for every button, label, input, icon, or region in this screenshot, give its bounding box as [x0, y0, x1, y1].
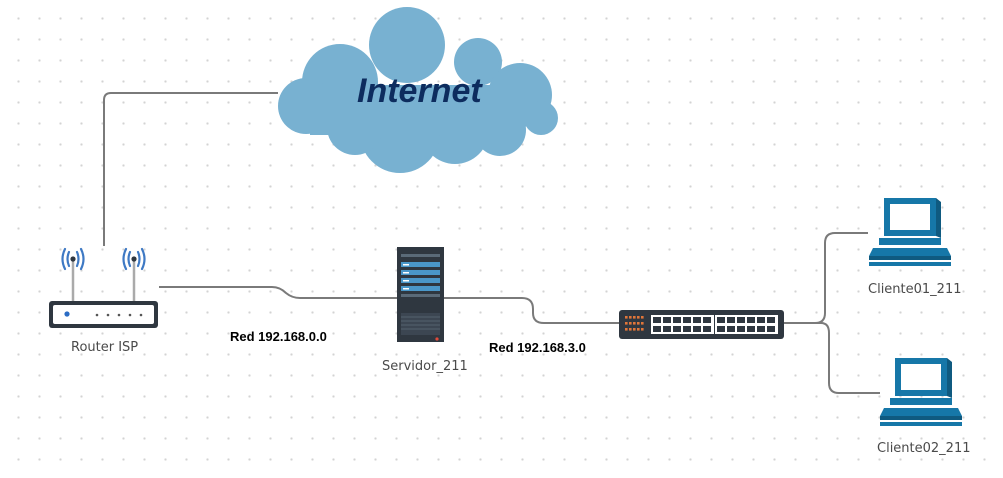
router-icon[interactable] [49, 247, 158, 328]
switch-led [641, 322, 644, 325]
switch-led [641, 316, 644, 319]
switch-port[interactable] [737, 317, 745, 323]
switch-port[interactable] [683, 317, 691, 323]
switch-port[interactable] [693, 326, 701, 332]
switch-port[interactable] [767, 317, 775, 323]
switch-port[interactable] [757, 326, 765, 332]
router-label: Router ISP [71, 340, 139, 355]
switch-led [629, 322, 632, 325]
switch-led [625, 322, 628, 325]
link-internet-router[interactable] [103, 92, 278, 246]
switch-port[interactable] [683, 326, 691, 332]
switch-led [625, 328, 628, 331]
switch-port[interactable] [693, 317, 701, 323]
internet-cloud-icon[interactable] [278, 7, 558, 173]
switch-status-leds [625, 316, 644, 331]
switch-led [633, 316, 636, 319]
switch-led [629, 328, 632, 331]
switch-port[interactable] [663, 317, 671, 323]
switch-port[interactable] [653, 317, 661, 323]
switch-led [637, 328, 640, 331]
switch-port[interactable] [653, 326, 661, 332]
switch-led [633, 322, 636, 325]
switch-port[interactable] [673, 317, 681, 323]
switch-port[interactable] [717, 326, 725, 332]
server-label: Servidor_211 [382, 359, 468, 374]
switch-port[interactable] [727, 326, 735, 332]
link-server-switch[interactable] [442, 297, 620, 324]
switch-ports [651, 315, 778, 334]
client2-label: Cliente02_211 [877, 441, 971, 456]
switch-led [637, 316, 640, 319]
switch-port[interactable] [703, 326, 711, 332]
switch-port[interactable] [673, 326, 681, 332]
switch-led [637, 322, 640, 325]
switch-led [641, 328, 644, 331]
switch-led [629, 316, 632, 319]
network-label-lan3: Red 192.168.3.0 [489, 340, 586, 355]
switch-port[interactable] [717, 317, 725, 323]
switch-port[interactable] [767, 326, 775, 332]
client1-computer-icon[interactable] [869, 198, 951, 266]
switch-port[interactable] [727, 317, 735, 323]
cloud-label: Internet [357, 72, 482, 110]
switch-port[interactable] [737, 326, 745, 332]
network-label-lan0: Red 192.168.0.0 [230, 329, 327, 344]
switch-port[interactable] [703, 317, 711, 323]
link-switch-client2[interactable] [783, 322, 880, 394]
connections [103, 92, 880, 394]
client2-computer-icon[interactable] [880, 358, 962, 426]
switch-port[interactable] [747, 326, 755, 332]
switch-port[interactable] [747, 317, 755, 323]
client1-label: Cliente01_211 [868, 282, 962, 297]
link-switch-client1[interactable] [783, 232, 868, 324]
switch-port[interactable] [663, 326, 671, 332]
wifi-signal-icon [61, 247, 146, 271]
link-router-server[interactable] [159, 286, 398, 299]
switch-led [625, 316, 628, 319]
switch-led [633, 328, 636, 331]
switch-icon[interactable] [619, 310, 784, 339]
switch-port[interactable] [757, 317, 765, 323]
server-icon[interactable] [397, 247, 444, 342]
